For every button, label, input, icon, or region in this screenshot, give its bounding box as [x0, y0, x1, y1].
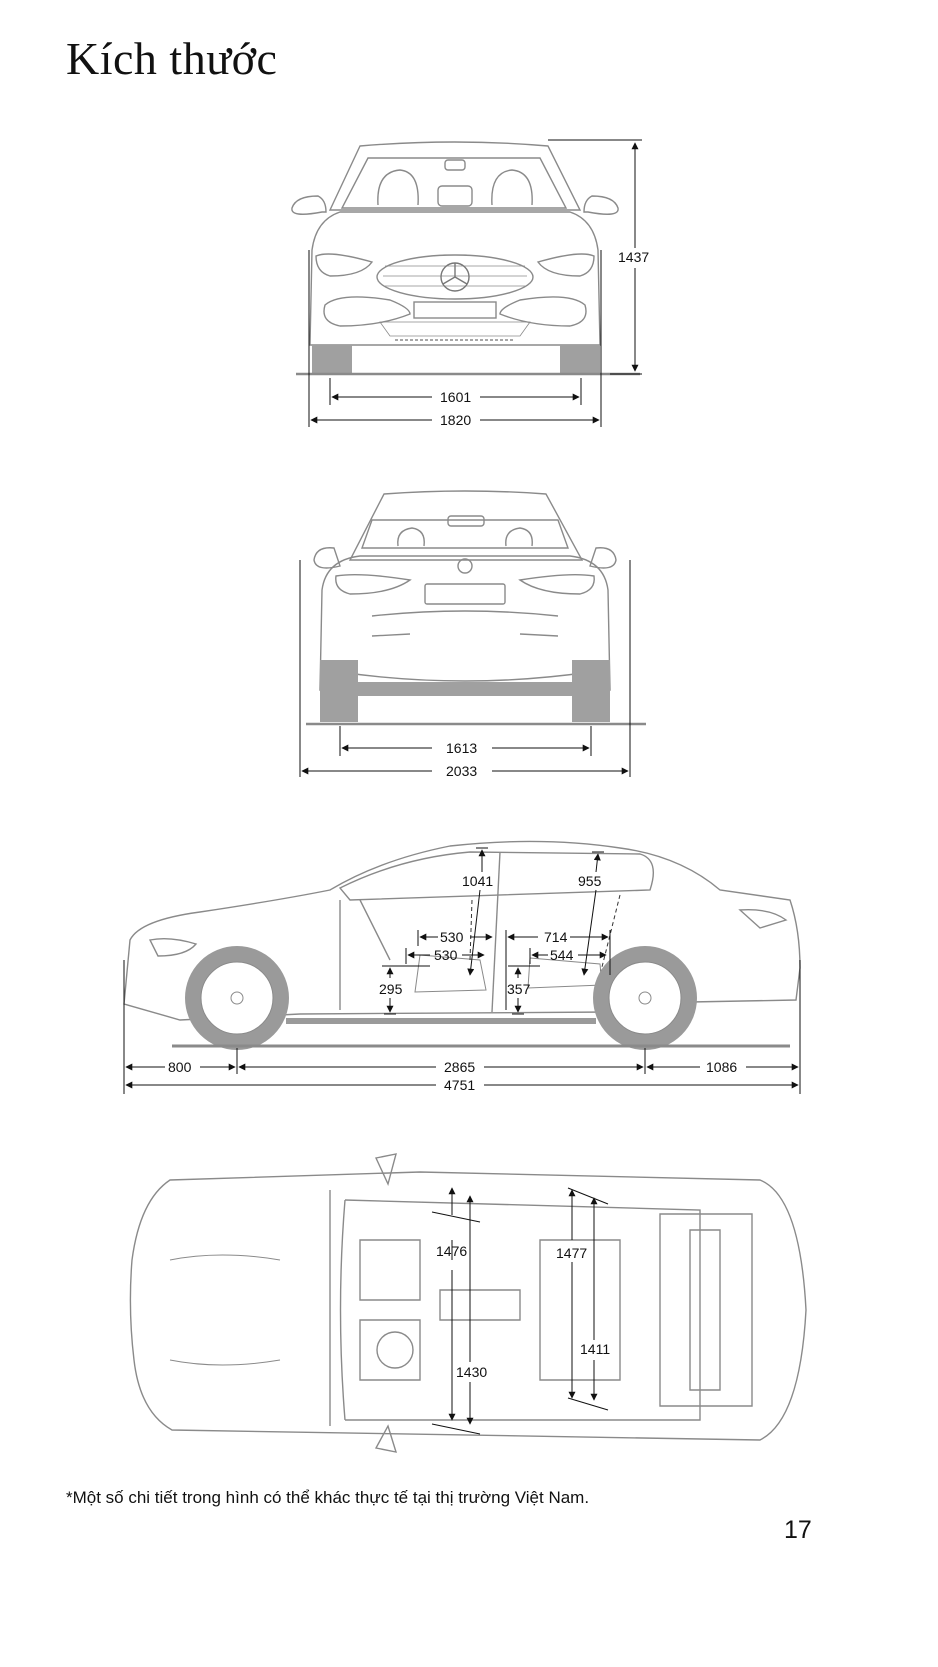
- rear-elbow-width-label: 1411: [580, 1341, 610, 1357]
- overall-length-label: 4751: [444, 1077, 475, 1093]
- front-legroom-upper-label: 530: [440, 929, 464, 945]
- rear-headroom-label: 955: [578, 873, 602, 889]
- front-headroom-label: 1041: [462, 873, 493, 889]
- rear-track-label: 1613: [446, 740, 477, 756]
- rear-legroom-lower-label: 544: [550, 947, 574, 963]
- front-shoulder-width-label: 1476: [436, 1243, 467, 1259]
- rear-overhang-label: 1086: [706, 1059, 737, 1075]
- rear-dimension-lines: [299, 560, 631, 777]
- rear-seat-height-label: 357: [507, 981, 531, 997]
- rear-tyres-and-diffuser: [320, 660, 610, 722]
- front-overhang-label: 800: [168, 1059, 192, 1075]
- front-view: [291, 141, 619, 346]
- page-title: Kích thước: [66, 33, 278, 84]
- front-width-label: 1820: [440, 412, 471, 428]
- page-number: 17: [784, 1516, 812, 1544]
- side-view: [123, 840, 801, 1021]
- front-dimension-lines: [308, 139, 642, 427]
- wheelbase-label: 2865: [444, 1059, 475, 1075]
- footnote: *Một số chi tiết trong hình có thể khác …: [66, 1488, 590, 1507]
- top-view: [129, 1153, 807, 1453]
- rear-shoulder-width-label: 1477: [556, 1245, 587, 1261]
- side-dimension-lines: [123, 847, 801, 1094]
- front-tyres: [312, 345, 600, 373]
- front-elbow-width-label: 1430: [456, 1364, 487, 1380]
- top-dimension-lines: [431, 1187, 609, 1435]
- rear-legroom-upper-label: 714: [544, 929, 568, 945]
- front-height-label: 1437: [618, 249, 649, 265]
- front-track-label: 1601: [440, 389, 471, 405]
- rear-view: [313, 490, 617, 691]
- front-legroom-lower-label: 530: [434, 947, 458, 963]
- rear-width-label: 2033: [446, 763, 477, 779]
- side-wheels: [185, 946, 697, 1050]
- front-seat-height-label: 295: [379, 981, 403, 997]
